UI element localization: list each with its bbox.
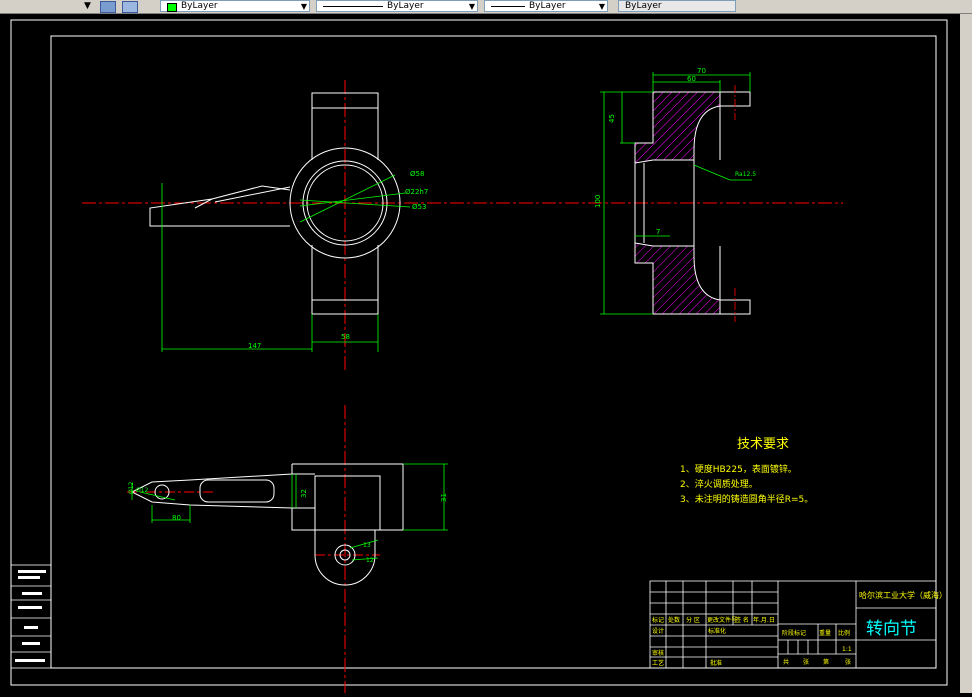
dim-phi12-b: Ø12 — [128, 481, 135, 494]
tb-std: 标准化 — [708, 627, 726, 635]
tb-review: 审核 — [652, 649, 664, 657]
tb-scale: 比例 — [838, 629, 850, 637]
tb-design: 设计 — [652, 627, 664, 635]
tech-req-1: 1、硬度HB225，表面镀锌。 — [680, 463, 797, 475]
tb-sign: 签 名 — [735, 616, 749, 624]
dim-phi12-a: Ø12 — [136, 487, 149, 494]
tb-sheet: 张 — [803, 658, 809, 666]
outer-border — [10, 19, 948, 686]
dim-147: 147 — [248, 342, 261, 350]
layer-previous-icon[interactable] — [122, 1, 138, 13]
tb-scale-val: 1:1 — [842, 646, 852, 653]
part-name: 转向节 — [866, 619, 917, 639]
front-view — [149, 92, 401, 315]
chevron-down-icon: ▼ — [300, 2, 307, 11]
dim-32: 32 — [300, 489, 308, 498]
color-control-dropdown[interactable]: ByLayer ▼ — [160, 0, 310, 12]
tb-mark: 标记 — [652, 616, 664, 624]
left-title-block-text — [15, 570, 46, 662]
linetype-control-label: ByLayer — [387, 1, 424, 11]
tech-req-3: 3、未注明的铸造圆角半径R=5。 — [680, 493, 813, 505]
title-block-grid — [649, 580, 937, 669]
dim-70: 70 — [697, 67, 706, 75]
chevron-down-icon: ▼ — [598, 2, 605, 11]
properties-toolbar: ▼ ByLayer ▼ ByLayer ▼ ByLayer ▼ ByLayer — [0, 0, 972, 14]
vertical-scrollbar[interactable] — [960, 14, 972, 693]
dim-phi58: Ø58 — [410, 170, 424, 178]
plotstyle-control-dropdown[interactable]: ByLayer — [618, 0, 736, 12]
color-control-label: ByLayer — [181, 1, 218, 11]
front-view-dimensions — [161, 174, 411, 352]
surface-finish: Ra12.5 — [735, 171, 756, 178]
linetype-control-dropdown[interactable]: ByLayer ▼ — [316, 0, 478, 12]
tb-page: 第 — [823, 658, 829, 666]
dim-12: 12 — [366, 557, 374, 564]
cad-drawing: 147 58 Ø58 Ø22h7 Ø53 70 60 — [10, 19, 948, 693]
plotstyle-control-label: ByLayer — [625, 1, 662, 11]
dim-60: 60 — [687, 75, 696, 83]
layer-states-icon[interactable] — [100, 1, 116, 13]
tb-process: 工艺 — [652, 659, 664, 667]
section-dimensions — [600, 72, 752, 315]
layer-dropdown-arrow-icon[interactable]: ▼ — [84, 1, 91, 11]
tech-req-2: 2、淬火调质处理。 — [680, 478, 758, 490]
drawing-canvas[interactable]: 147 58 Ø58 Ø22h7 Ø53 70 60 — [0, 14, 960, 693]
dim-7: 7 — [656, 228, 660, 236]
section-view — [634, 85, 751, 322]
tb-count: 处数 — [668, 616, 680, 624]
linetype-sample — [323, 6, 383, 7]
dim-phi53: Ø53 — [412, 203, 426, 211]
dim-45: 45 — [608, 114, 616, 123]
dim-58: 58 — [341, 333, 350, 341]
tb-weight: 重量 — [819, 629, 831, 637]
dim-13: 13 — [363, 542, 371, 549]
top-view-dimensions — [131, 463, 448, 561]
tb-date: 年.月.日 — [753, 616, 775, 624]
tb-total: 共 — [783, 658, 789, 666]
dim-31: 31 — [440, 493, 448, 502]
tb-zone: 分 区 — [686, 616, 700, 624]
dim-100: 100 — [594, 195, 602, 208]
lineweight-sample — [491, 6, 525, 7]
chevron-down-icon: ▼ — [468, 2, 475, 11]
school-name: 哈尔滨工业大学（威海） — [859, 590, 947, 600]
tech-title: 技术要求 — [737, 437, 789, 452]
tb-docno: 更改文件号 — [707, 616, 737, 624]
dim-phi22: Ø22h7 — [405, 188, 428, 196]
title-block-labels: 标记 处数 分 区 更改文件号 签 名 年.月.日 设计 标准化 审核 工艺 批… — [652, 616, 852, 667]
tb-approve: 批准 — [710, 659, 722, 667]
dim-80: 80 — [172, 514, 181, 522]
left-title-block — [10, 564, 52, 669]
green-swatch-icon — [167, 3, 177, 12]
top-view — [130, 463, 404, 586]
tb-stage: 阶段标记 — [782, 629, 806, 637]
inner-frame — [50, 35, 937, 669]
lineweight-control-dropdown[interactable]: ByLayer ▼ — [484, 0, 608, 12]
tb-sheet2: 张 — [845, 658, 851, 666]
lineweight-control-label: ByLayer — [529, 1, 566, 11]
